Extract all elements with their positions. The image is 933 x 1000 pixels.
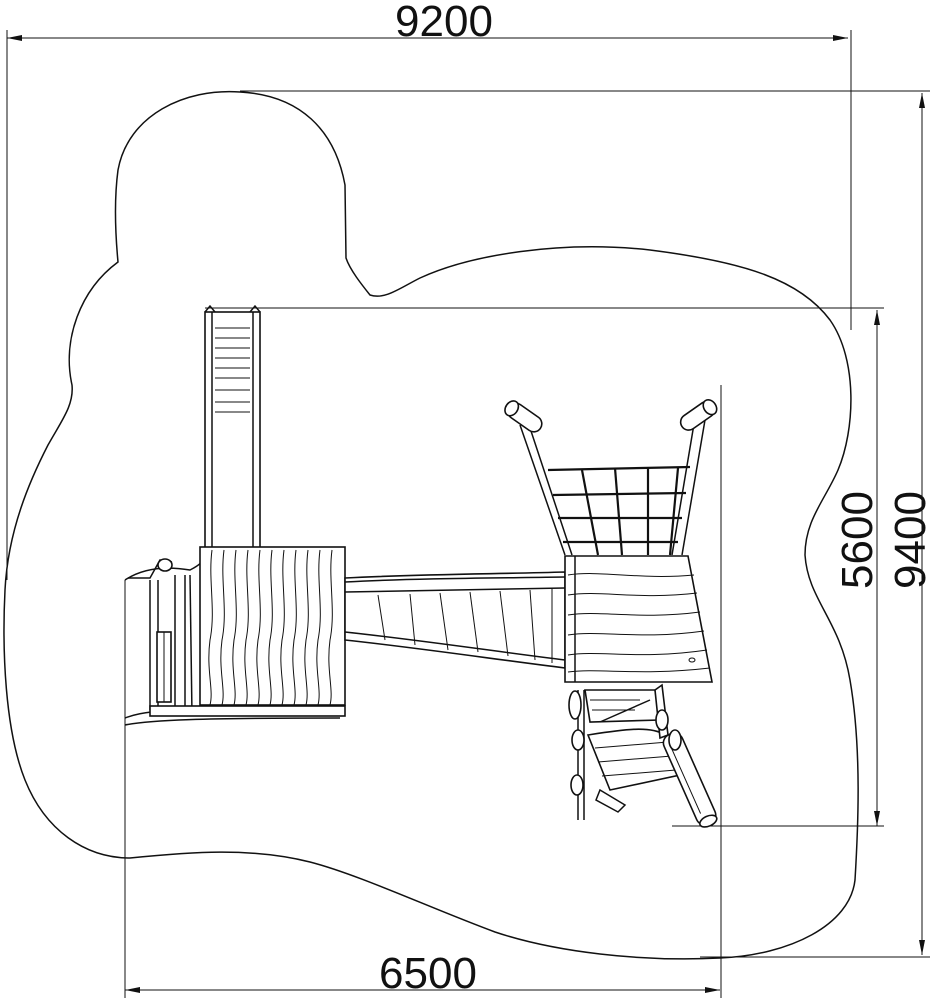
dimension-width-9200: 9200 [6,0,852,580]
left-tower [124,546,346,726]
dimension-label-9400: 9400 [886,491,933,589]
climbing-net [504,398,718,556]
dimension-label-6500: 6500 [379,949,477,998]
slide [204,304,261,551]
dimension-depth-9400: 9400 [240,90,933,958]
bridge [344,571,566,669]
dimension-label-5600: 5600 [833,491,882,589]
dimension-width-6500: 6500 [124,385,722,998]
right-tower [564,555,713,683]
safety-zone-outline [3,90,859,960]
dimension-depth-5600: 5600 [205,307,884,827]
stairs [568,683,718,828]
dimension-label-9200: 9200 [395,0,493,46]
